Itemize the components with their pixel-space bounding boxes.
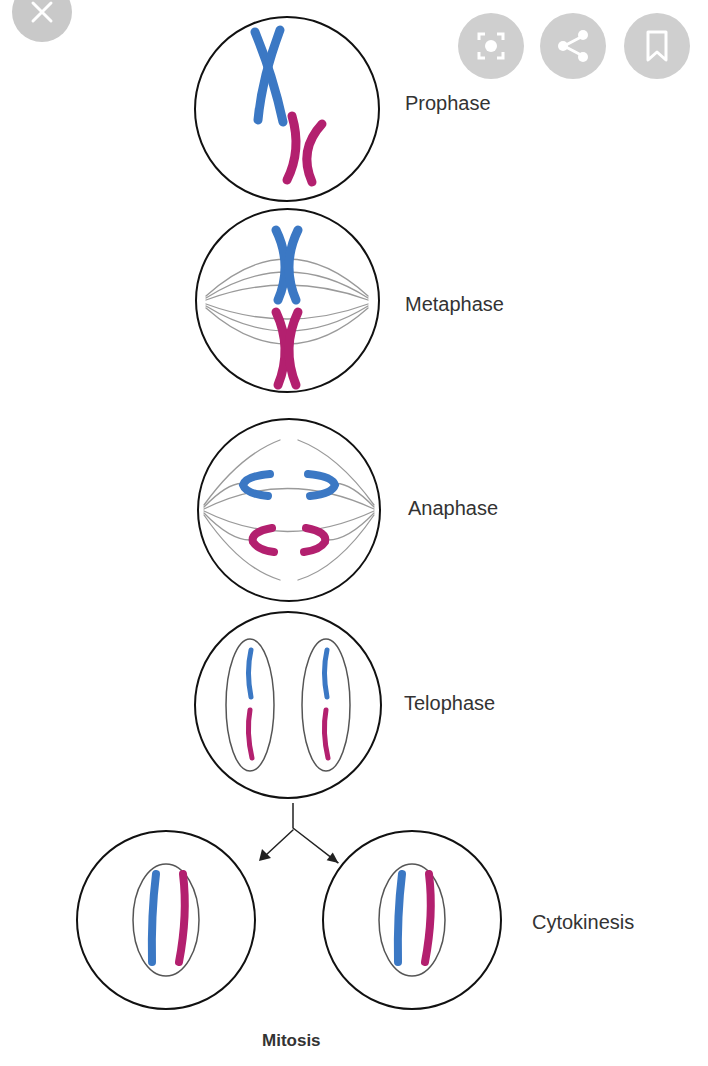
chromosome: [287, 116, 322, 182]
cell-node: Cytokinesis: [322, 830, 634, 1010]
chromosome: [179, 874, 431, 962]
lens-icon: [458, 13, 524, 79]
close-icon: [12, 0, 72, 42]
caption: Mitosis: [262, 1031, 321, 1051]
chromosome: [152, 874, 402, 962]
phase-label: Metaphase: [405, 293, 504, 316]
split-arrow: [259, 830, 293, 861]
chromosome: [276, 312, 298, 385]
phase-label: Anaphase: [408, 497, 498, 520]
cell-outline: [194, 611, 382, 799]
cell-node: Prophase: [194, 16, 491, 202]
bookmark-icon: [624, 13, 690, 79]
cell-outline: [194, 16, 380, 202]
cell-outline: [197, 418, 381, 602]
chromosome: [276, 230, 298, 300]
phase-label: Telophase: [404, 692, 495, 715]
nucleus: [226, 639, 350, 771]
cell-node: Anaphase: [197, 418, 498, 602]
nucleus: [133, 864, 445, 976]
chromatid: [243, 474, 335, 496]
chromatid: [249, 650, 328, 697]
cell-outline: [195, 208, 380, 393]
phase-label: Cytokinesis: [532, 911, 634, 934]
chromosome: [255, 30, 283, 122]
daughter-cell: [77, 831, 255, 1009]
cell-node: Telophase: [194, 611, 495, 799]
spindle-fibres: [204, 440, 374, 580]
chromatid: [248, 710, 328, 758]
cell-node: Metaphase: [195, 208, 504, 393]
cell-outline: [322, 830, 502, 1010]
share-icon: [540, 13, 606, 79]
chromatid: [253, 528, 326, 552]
split-arrow: [293, 803, 338, 863]
phase-label: Prophase: [405, 92, 491, 115]
